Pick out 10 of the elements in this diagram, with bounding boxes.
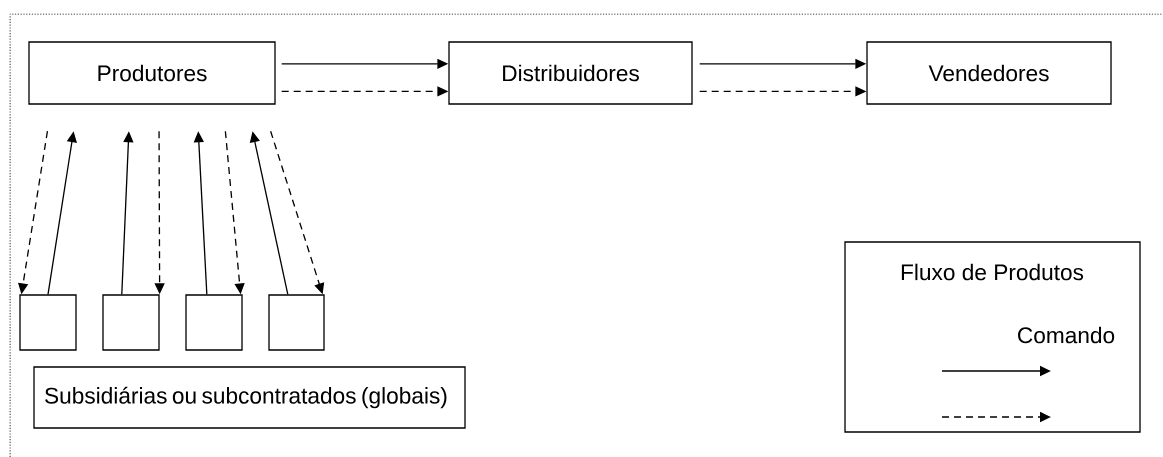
empty-box (268, 294, 325, 351)
legend-label: Comando (1018, 326, 1115, 344)
legend-label: Fluxo de Produtos (901, 263, 1084, 281)
empty-box (102, 294, 160, 351)
label-box: Subsidiárias ou subcontratados (globais) (33, 366, 466, 429)
empty-box (19, 294, 77, 351)
process-box: Produtores (28, 41, 276, 105)
empty-box (185, 294, 243, 351)
process-box: Distribuidores (448, 41, 693, 105)
process-box: Vendedores (866, 41, 1112, 105)
